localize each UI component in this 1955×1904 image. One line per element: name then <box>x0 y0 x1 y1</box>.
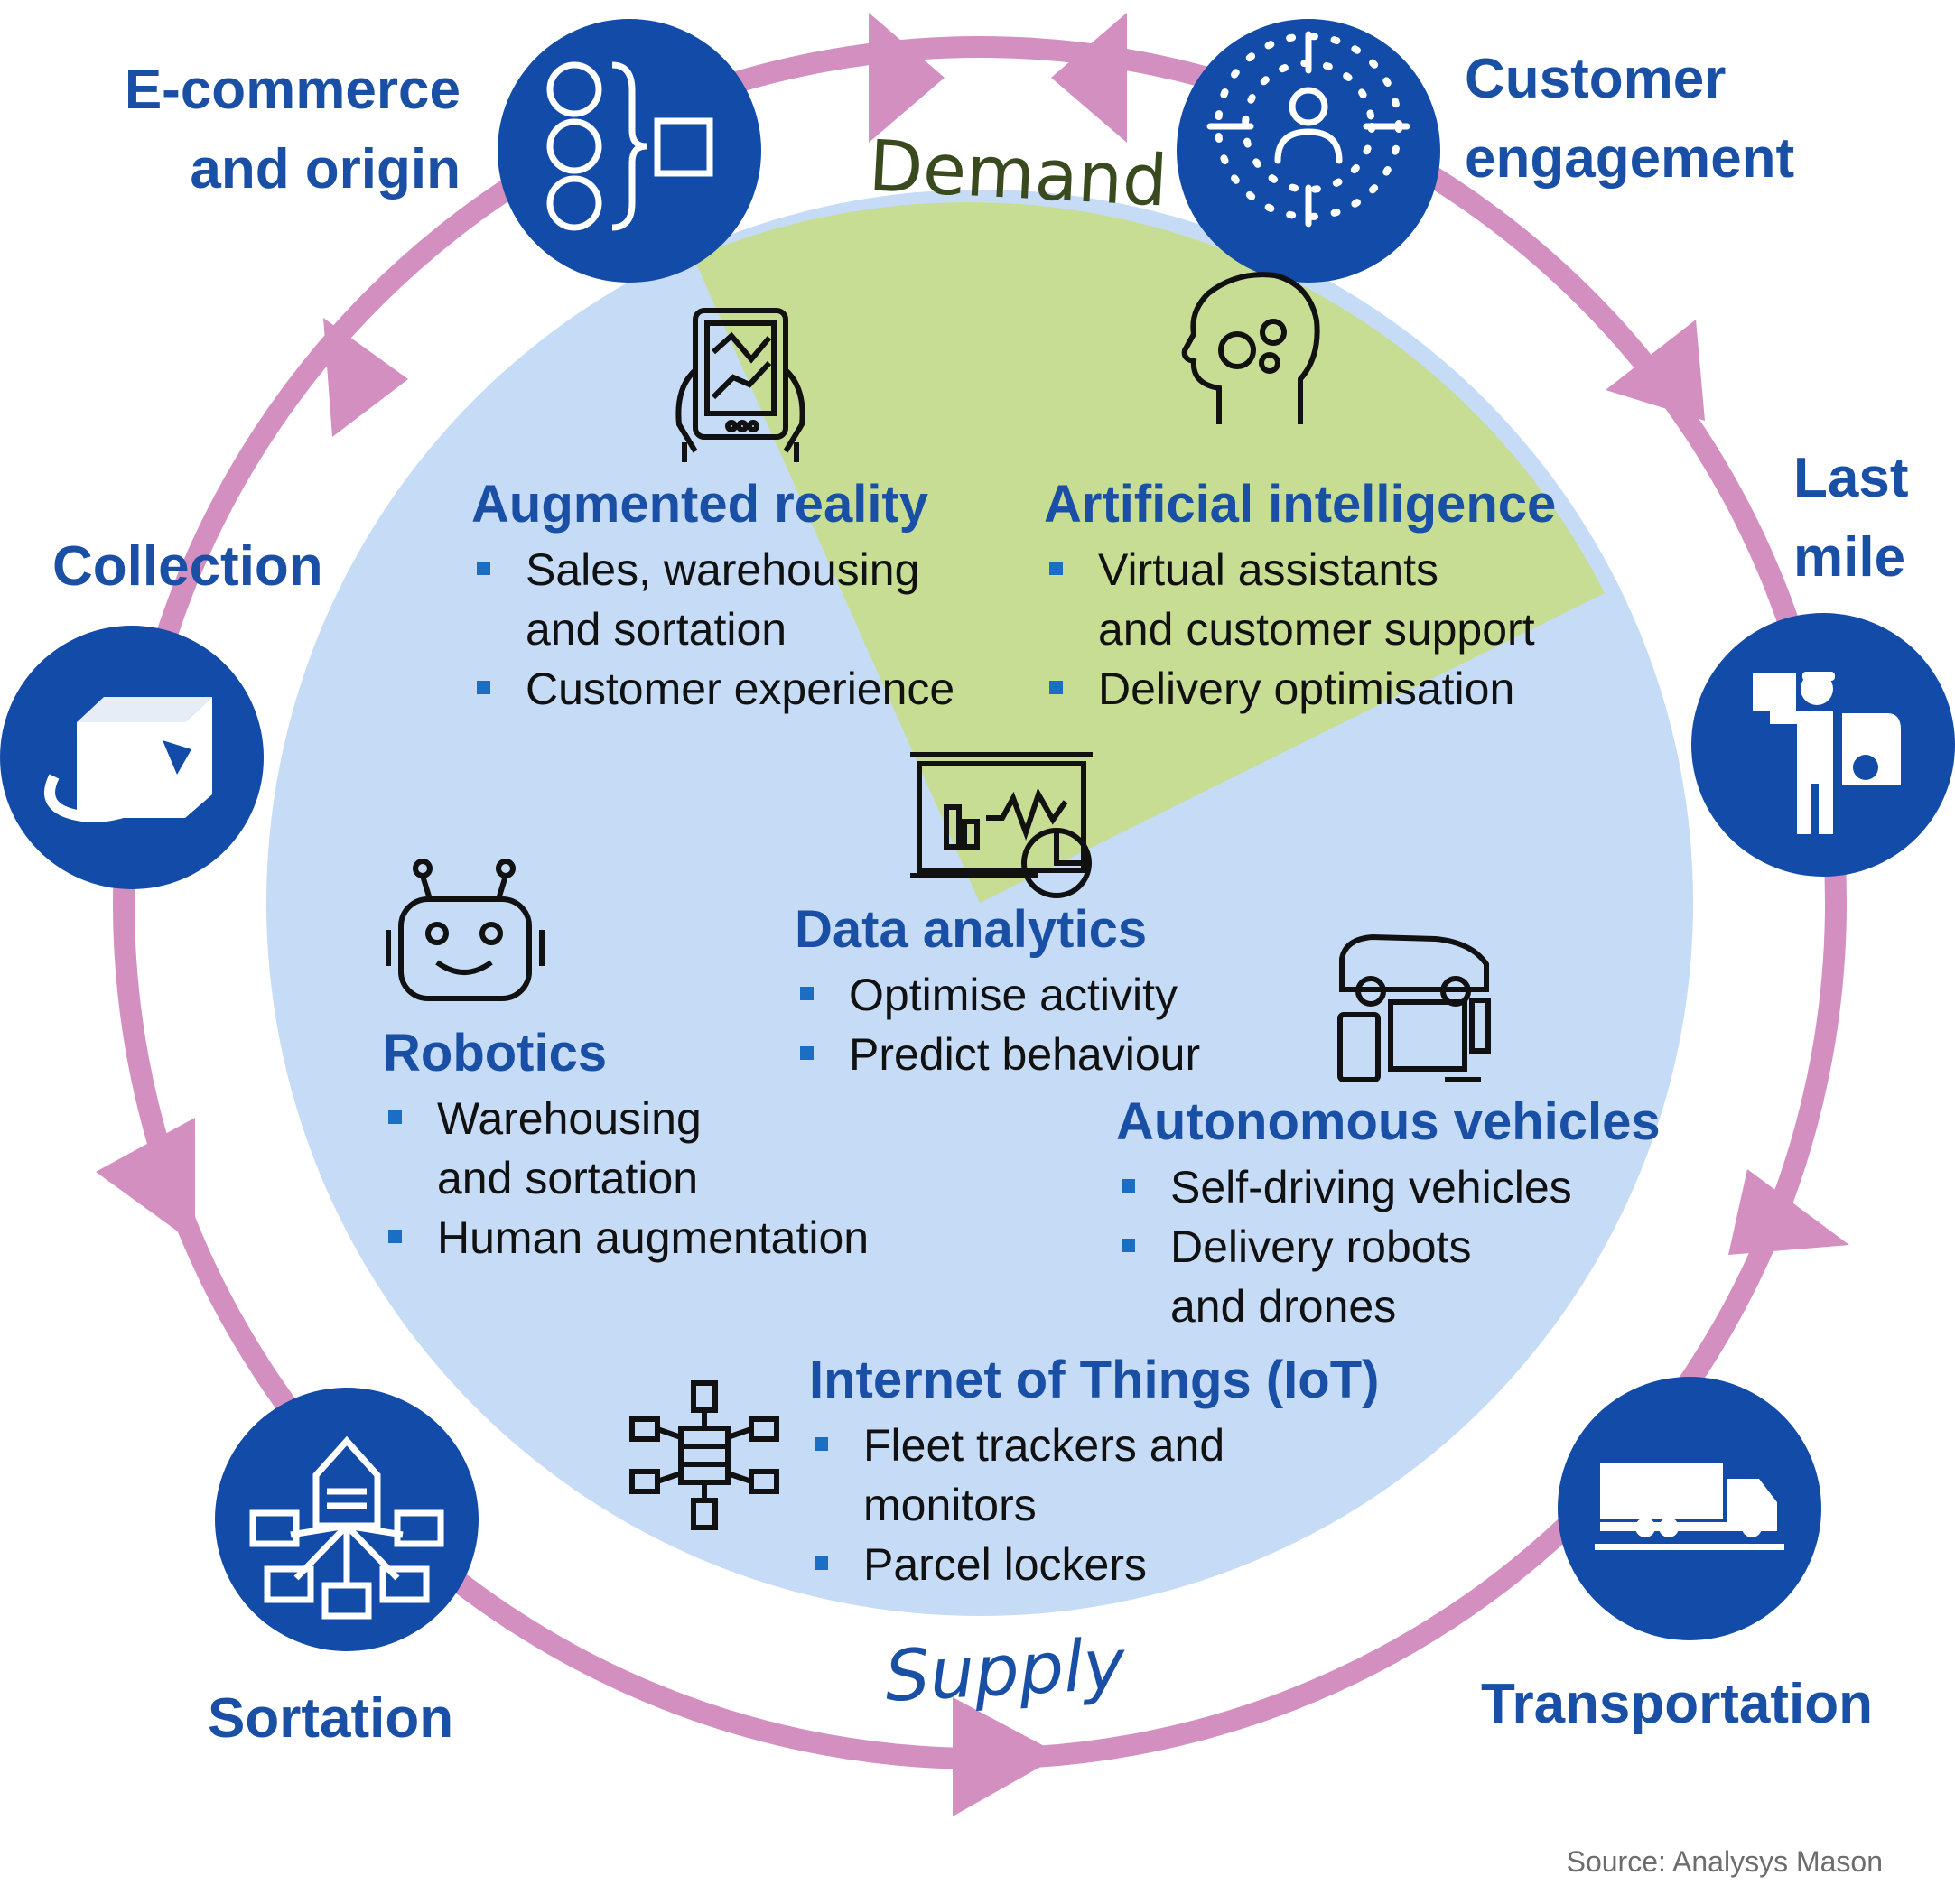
sortation-network-icon <box>249 1435 444 1620</box>
stage-label-transportation: Transportation <box>1481 1665 1932 1744</box>
bullet-item: Virtual assistants and customer support <box>1044 540 1556 659</box>
parcel-collection-icon <box>44 697 212 823</box>
source-note: Source: Analysys Mason <box>1566 1845 1883 1878</box>
stage-label-sortation: Sortation <box>208 1679 569 1759</box>
bullet-item: Human augmentation <box>383 1208 869 1268</box>
stage-label-line: Sortation <box>208 1687 454 1750</box>
stage-label-line: Customer <box>1465 48 1727 110</box>
stage-label-line: engagement <box>1465 127 1795 190</box>
process-flow-icon <box>546 61 713 231</box>
stage-circle <box>215 1388 479 1651</box>
tech-iot: Internet of Things (IoT) Fleet trackers … <box>809 1349 1379 1594</box>
stage-circles <box>0 19 1955 1651</box>
tech-artificial-intelligence: Artificial intelligence Virtual assistan… <box>1044 473 1556 719</box>
stage-label-line: Transportation <box>1481 1673 1874 1735</box>
stage-label-customer-engagement: Customer engagement <box>1465 40 1916 199</box>
stage-label-line: Collection <box>52 535 323 598</box>
analytics-board-icon <box>910 752 1093 898</box>
tablet-hands-icon <box>675 308 805 462</box>
bullet-item: Optimise activity <box>795 965 1200 1025</box>
bullet-item: Customer experience <box>471 659 954 719</box>
bullet-item: Sales, warehousing and sortation <box>471 540 954 659</box>
arrow-head <box>869 13 945 143</box>
tech-title: Data analytics <box>795 900 1148 959</box>
cycle-arrows <box>96 13 1849 1816</box>
stage-label-line: Last <box>1793 447 1909 509</box>
tech-bullets: Fleet trackers and monitors Parcel locke… <box>809 1416 1379 1594</box>
brain-gears-icon <box>1181 272 1320 424</box>
tech-bullets: Self-driving vehicles Delivery robots an… <box>1116 1157 1661 1336</box>
tech-autonomous-vehicles: Autonomous vehicles Self-driving vehicle… <box>1116 1091 1661 1336</box>
stage-circle <box>1177 19 1440 283</box>
tech-augmented-reality: Augmented reality Sales, warehousing and… <box>471 473 954 719</box>
supply-label: Supply <box>882 1624 1127 1718</box>
robot-icon <box>386 859 545 1001</box>
tech-robotics: Robotics Warehousing and sortation Human… <box>383 1022 869 1268</box>
arrow-head <box>96 1118 195 1244</box>
demand-area <box>694 202 1605 903</box>
bullet-item: Warehousing and sortation <box>383 1089 869 1208</box>
tech-title: Augmented reality <box>471 475 928 534</box>
bullet-item: Delivery robots and drones <box>1116 1217 1661 1336</box>
arrow-head <box>1051 13 1127 143</box>
network-hub-icon <box>629 1380 779 1530</box>
stage-circle <box>498 19 761 283</box>
arrow-head <box>1728 1169 1849 1255</box>
stage-label-collection: Collection <box>52 527 414 607</box>
truck-icon <box>1595 1463 1784 1550</box>
car-devices-icon <box>1337 933 1491 1082</box>
arrow-head <box>1606 320 1705 421</box>
stage-label-last-mile: Last mile <box>1793 439 1947 598</box>
tech-data-analytics: Data analytics Optimise activity Predict… <box>795 898 1200 1084</box>
bullet-item: Fleet trackers and monitors <box>809 1416 1379 1535</box>
tech-title: Autonomous vehicles <box>1116 1092 1661 1151</box>
customer-focus-icon <box>1206 31 1410 228</box>
stage-label-ecommerce: E-commerce and origin <box>99 51 461 209</box>
tech-bullets: Warehousing and sortation Human augmenta… <box>383 1089 869 1268</box>
stage-label-line: E-commerce <box>124 59 461 121</box>
bullet-item: Delivery optimisation <box>1044 659 1556 719</box>
bullet-item: Parcel lockers <box>809 1535 1379 1594</box>
demand-label: Demand <box>866 125 1169 223</box>
tech-bullets: Virtual assistants and customer support … <box>1044 540 1556 719</box>
arrow-head <box>323 318 408 437</box>
tech-title: Artificial intelligence <box>1044 475 1557 534</box>
tech-bullets: Sales, warehousing and sortation Custome… <box>471 540 954 719</box>
tech-bullets: Optimise activity Predict behaviour <box>795 965 1200 1084</box>
tech-title: Robotics <box>383 1024 608 1082</box>
delivery-person-icon <box>1753 672 1901 834</box>
stage-label-line: mile <box>1793 526 1906 589</box>
bullet-item: Self-driving vehicles <box>1116 1157 1661 1217</box>
bullet-item: Predict behaviour <box>795 1025 1200 1084</box>
tech-title: Internet of Things (IoT) <box>809 1351 1380 1409</box>
stage-label-line: and origin <box>190 138 461 200</box>
arrow-head <box>953 1697 1061 1816</box>
